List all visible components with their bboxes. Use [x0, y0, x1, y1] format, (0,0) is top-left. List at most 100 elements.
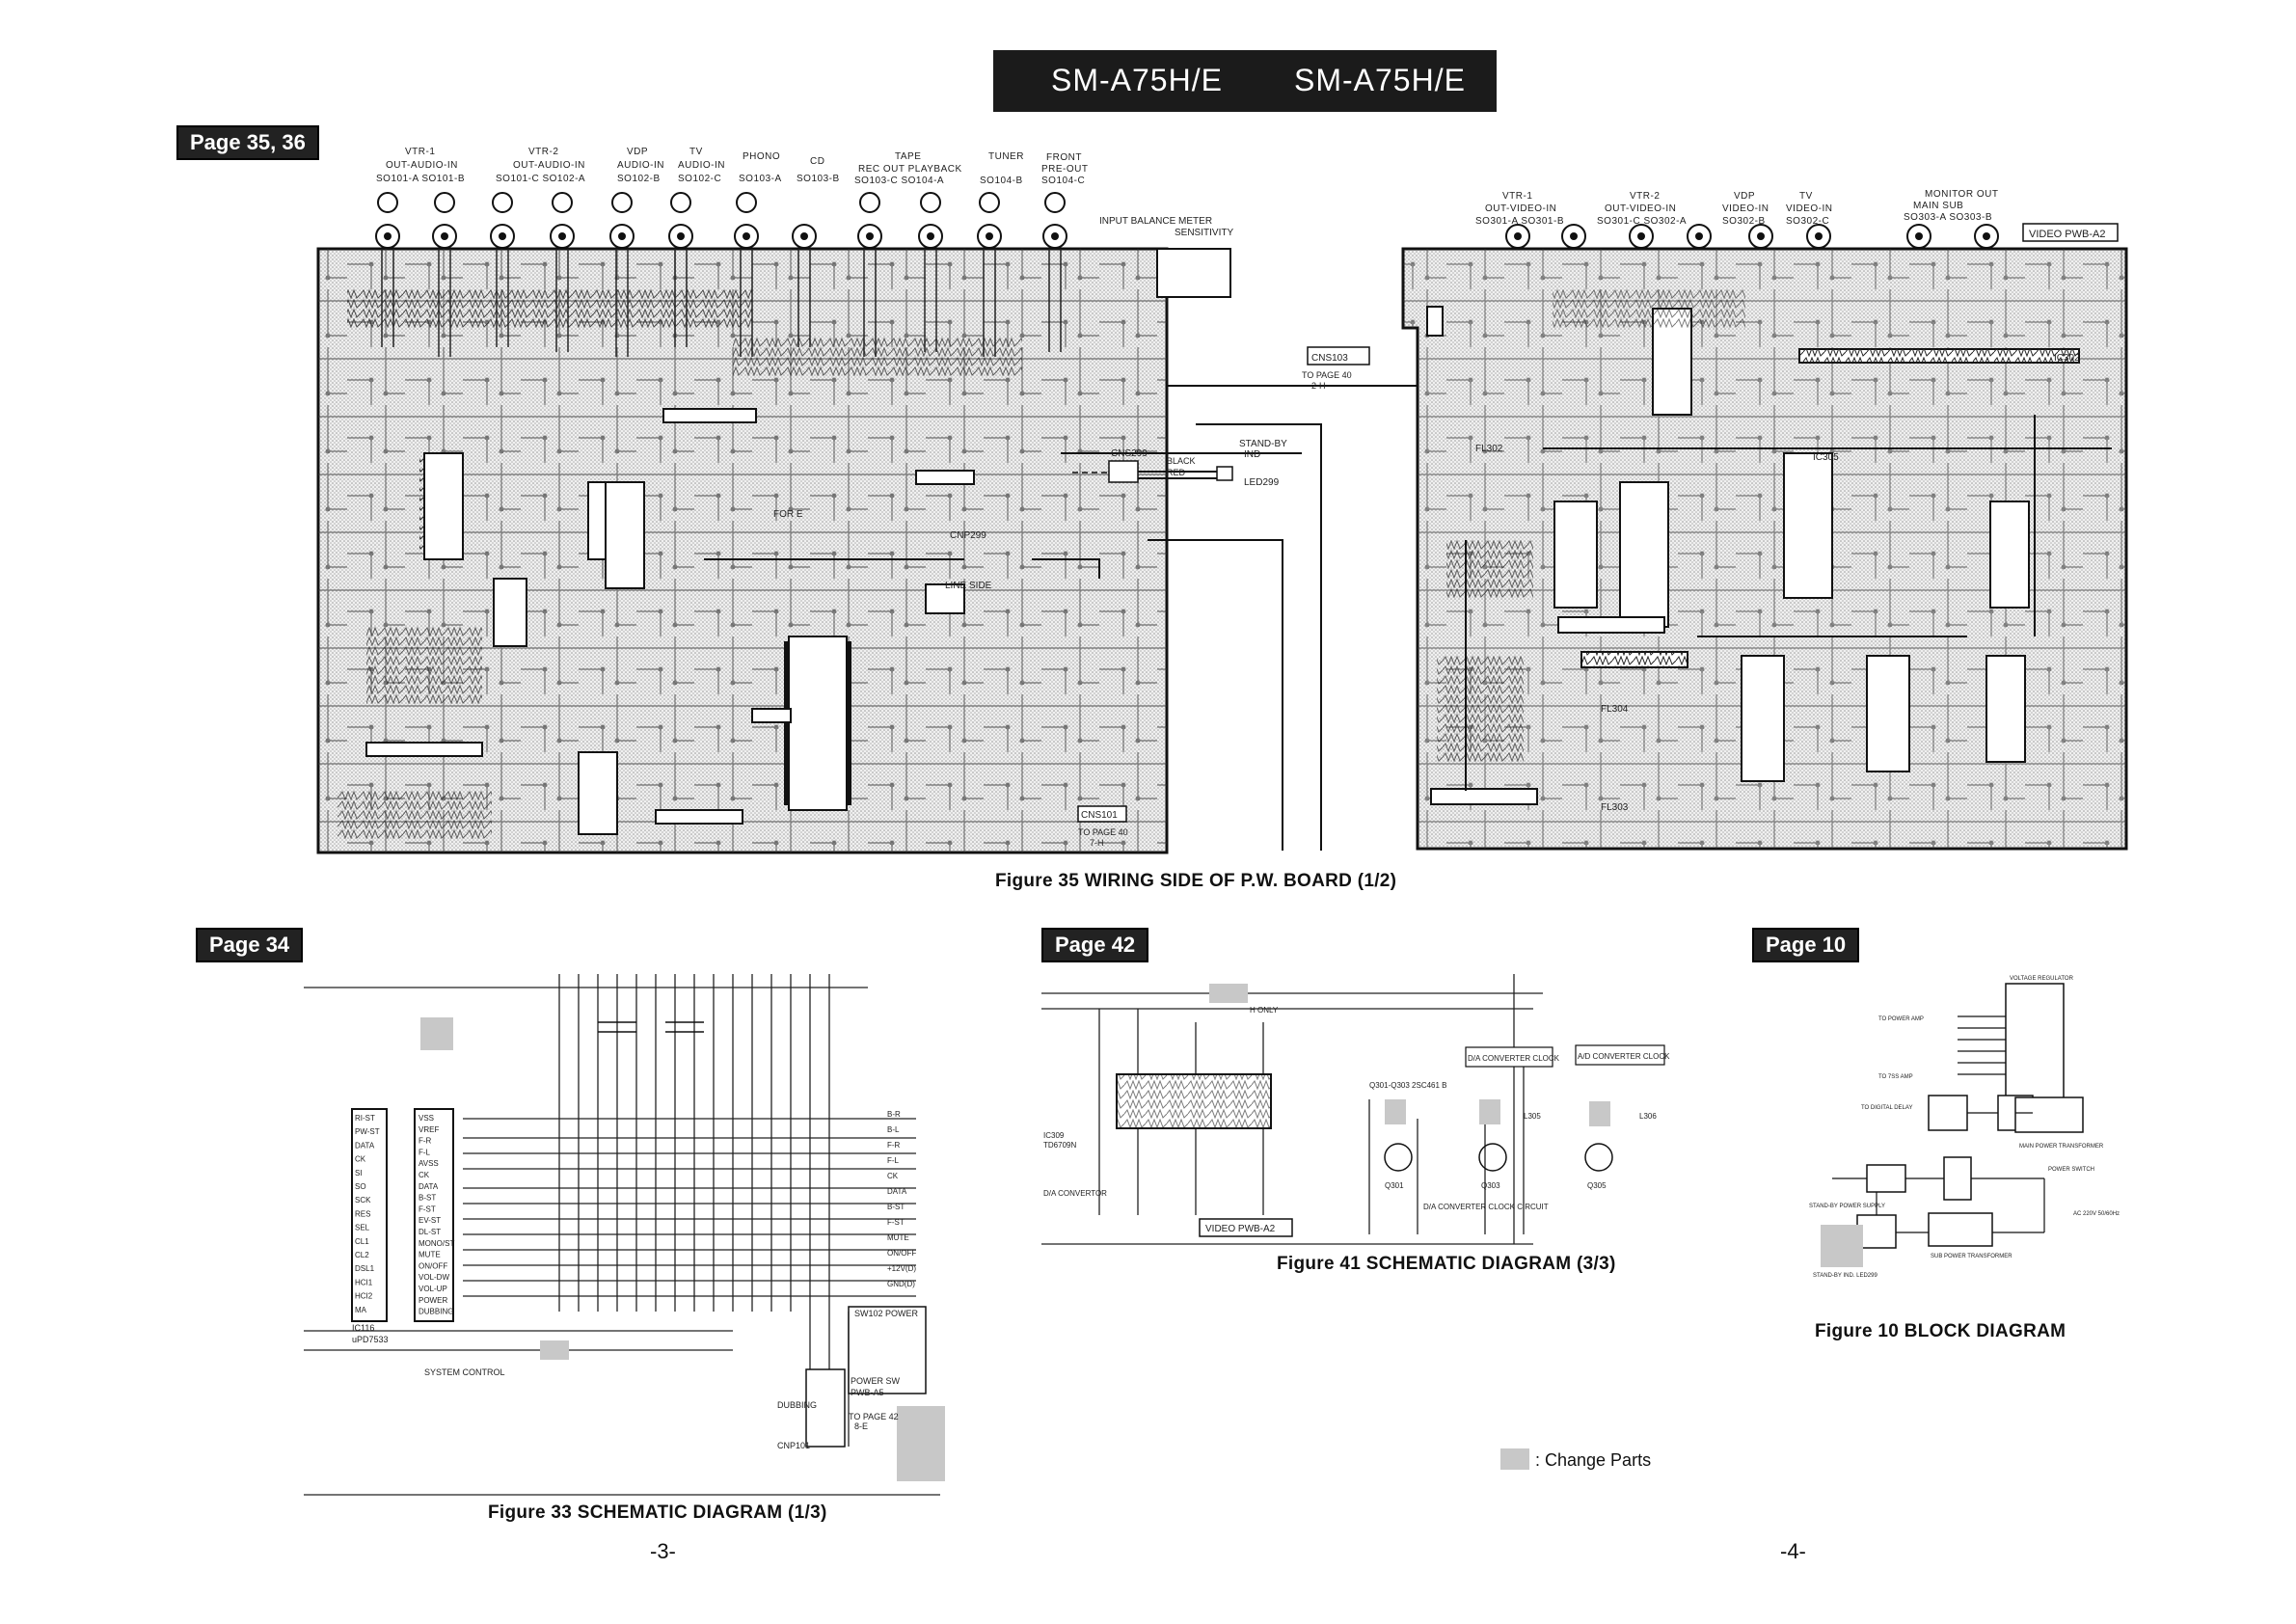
fig33-pin-right-7: B-ST: [419, 1194, 436, 1203]
label-standby-psu: STAND-BY POWER SUPPLY: [1809, 1204, 1885, 1209]
label-h-only: H ONLY: [1250, 1006, 1279, 1015]
fig33-pin-right-13: ON/OFF: [419, 1261, 447, 1270]
fig33-pin-left-6: SCK: [355, 1196, 371, 1204]
label-l306: L306: [1639, 1112, 1657, 1121]
page-number-right: -4-: [1780, 1539, 1806, 1563]
label-standby: STAND-BY: [1239, 439, 1287, 449]
jack-label-tv: TV: [689, 147, 703, 157]
vjack-label-monitor-mid: MAIN SUB: [1913, 201, 1963, 211]
fig33-bus-label-0: B-R: [887, 1110, 901, 1119]
jack-label-tape: TAPE: [895, 151, 921, 162]
label-q303: Q303: [1481, 1181, 1500, 1190]
fig33-pin-left-11: DSL1: [355, 1264, 375, 1273]
vjack-label-vtr2: VTR-2: [1630, 191, 1660, 202]
jack-label-tuner: TUNER: [988, 151, 1024, 162]
model-banner: SM-A75H/E SM-A75H/E: [993, 50, 1497, 112]
vjack-label-tv: TV: [1799, 191, 1813, 202]
label-for-e: FOR E: [773, 509, 803, 520]
fig33-pin-right-14: VOL-DW: [419, 1273, 449, 1282]
vjack-label-vtr2-mid: OUT-VIDEO-IN: [1605, 203, 1676, 214]
vjack-label-vdp-mid: VIDEO-IN: [1722, 203, 1769, 214]
fig33-pin-left-5: SO: [355, 1182, 366, 1191]
jack-label-vdp-bot: SO102-B: [617, 174, 661, 184]
label-ad-conv-clock: A/D CONVERTER CLOCK: [1578, 1052, 1670, 1061]
change-parts-swatch: [1500, 1448, 1529, 1470]
block-diagram-fig10: VOLTAGE REGULATOR MAIN POWER TRANSFORMER…: [1809, 976, 2120, 1279]
vjack-label-vdp: VDP: [1734, 191, 1755, 202]
jack-label-vtr1: VTR-1: [405, 147, 435, 157]
fig33-bus-labels: B-RB-LF-RF-LCKDATAB-STF-STMUTEON/OFF+12V…: [887, 1110, 916, 1288]
label-to-page-40-b2: 7-H: [1090, 838, 1104, 848]
fig33-pins-left: RI-STPW-STDATACKSISOSCKRESSELCL1CL2DSL1H…: [355, 1114, 380, 1314]
label-td6709n: TD6709N: [1043, 1141, 1076, 1150]
fig33-pin-right-11: MONO/ST: [419, 1239, 454, 1248]
label-dubbing: DUBBING: [777, 1400, 817, 1410]
left-jack-row: [375, 192, 1067, 357]
label-pwb-a5: PWB-A5: [851, 1388, 884, 1397]
vjack-label-tv-mid: VIDEO-IN: [1786, 203, 1832, 214]
label-cns101: CNS101: [1081, 810, 1118, 821]
fig33-pin-right-0: VSS: [419, 1114, 434, 1123]
fig33-bus-label-6: B-ST: [887, 1203, 905, 1211]
fig33-bus-label-9: ON/OFF: [887, 1249, 916, 1258]
caption-fig41: Figure 41 SCHEMATIC DIAGRAM (3/3): [1277, 1254, 1616, 1274]
label-sw102: SW102 POWER: [854, 1309, 919, 1318]
fig33-pin-right-3: F-L: [419, 1148, 431, 1156]
fig33-pin-left-14: MA: [355, 1306, 367, 1314]
label-ic305: IC305: [1813, 452, 1839, 463]
caption-fig35: Figure 35 WIRING SIDE OF P.W. BOARD (1/2…: [995, 871, 1397, 891]
label-q301-q303: Q301-Q303 2SC461 B: [1369, 1081, 1447, 1090]
label-power-sw: POWER SW: [851, 1376, 901, 1386]
jack-label-vtr2-mid: OUT-AUDIO-IN: [513, 160, 585, 171]
fig33-bus-label-8: MUTE: [887, 1233, 909, 1242]
left-pcb-board: VTR-1 OUT-AUDIO-IN SO101-A SO101-B VTR-2…: [316, 147, 1447, 854]
fig33-pin-right-6: DATA: [419, 1182, 439, 1191]
label-video-pwb-a2: VIDEO PWB-A2: [2029, 229, 2105, 240]
label-power-switch: POWER SWITCH: [2048, 1167, 2094, 1173]
label-system-control: SYSTEM CONTROL: [424, 1367, 505, 1377]
fig33-bus-label-2: F-R: [887, 1141, 901, 1150]
fig33-bus-label-1: B-L: [887, 1125, 900, 1134]
jack-label-front: FRONT: [1046, 152, 1082, 163]
vjack-label-vtr2-bot: SO301-C SO302-A: [1597, 216, 1687, 227]
caption-fig10: Figure 10 BLOCK DIAGRAM: [1815, 1321, 2066, 1341]
cns101-block: CNS101 TO PAGE 40 7-H: [1077, 805, 1128, 848]
fig33-pin-left-7: RES: [355, 1209, 370, 1218]
label-da-clock-circuit: D/A CONVERTER CLOCK CIRCUIT: [1423, 1203, 1549, 1211]
model-title-right: SM-A75H/E: [1294, 63, 1466, 97]
fig33-pin-left-13: HCI2: [355, 1292, 373, 1301]
fig33-pin-left-1: PW-ST: [355, 1127, 380, 1136]
fig33-pin-left-10: CL2: [355, 1251, 369, 1259]
label-fl304: FL304: [1601, 704, 1629, 715]
label-led299: LED299: [1244, 477, 1280, 488]
fig33-pins-right: VSSVREFF-RF-LAVSSCKDATAB-STF-STEV-STDL-S…: [419, 1114, 454, 1316]
fig33-bus-label-7: F-ST: [887, 1218, 905, 1227]
vjack-label-vtr1-bot: SO301-A SO301-B: [1475, 216, 1564, 227]
schematic-fig41: D/A CONVERTER CLOCK A/D CONVERTER CLOCK …: [1041, 974, 1670, 1245]
label-sensitivity: SENSITIVITY: [1175, 228, 1233, 238]
label-voltage-regulator: VOLTAGE REGULATOR: [2010, 976, 2074, 982]
label-ic309: IC309: [1043, 1131, 1065, 1140]
vjack-label-monitor-bot: SO303-A SO303-B: [1904, 212, 1992, 223]
label-da-conv-clock: D/A CONVERTER CLOCK: [1468, 1054, 1560, 1063]
jack-label-tv-mid: AUDIO-IN: [678, 160, 725, 171]
label-standby-ind: STAND-BY IND. LED299: [1813, 1273, 1877, 1279]
label-ind: IND: [1244, 449, 1260, 460]
fig33-pin-right-5: CK: [419, 1171, 430, 1179]
label-q305: Q305: [1587, 1181, 1607, 1190]
jack-label-vtr2-bot: SO101-C SO102-A: [496, 174, 585, 184]
fig33-bus-label-10: +12V(D): [887, 1264, 916, 1273]
jack-label-cd: CD: [810, 156, 824, 167]
vjack-label-monitor: MONITOR OUT: [1925, 189, 1998, 200]
fig33-pin-right-15: VOL-UP: [419, 1285, 447, 1293]
page-tag-35-36: Page 35, 36: [176, 125, 319, 160]
label-ic116: IC116: [352, 1323, 374, 1333]
label-to-digital-delay: TO DIGITAL DELAY: [1861, 1105, 1912, 1111]
label-main-transformer: MAIN POWER TRANSFORMER: [2019, 1144, 2104, 1150]
vjack-label-vtr1-mid: OUT-VIDEO-IN: [1485, 203, 1556, 214]
label-to-page-42: TO PAGE 42: [849, 1412, 899, 1421]
fig33-pin-left-4: SI: [355, 1169, 363, 1177]
label-line-side: LINE SIDE: [945, 581, 992, 591]
label-to-sw-amp: TO 7SS AMP: [1878, 1074, 1913, 1080]
